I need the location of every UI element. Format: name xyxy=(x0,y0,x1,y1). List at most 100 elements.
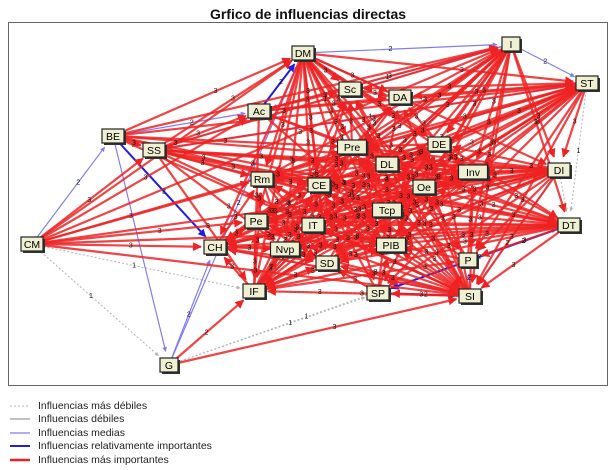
edge-label-CM-CH: 3 xyxy=(129,243,133,250)
node-di: DI xyxy=(547,162,572,179)
edge-label-DI-Pre: 3 xyxy=(460,156,464,163)
legend-item-weakest: Influencias más débiles xyxy=(10,399,212,413)
edge-label-DT-SI: 3 xyxy=(512,262,516,269)
edge-Ac-DM xyxy=(258,63,296,112)
edge-label-Ac-IF: 3 xyxy=(255,193,259,200)
edge-label-DT-IF: 3 xyxy=(435,250,439,257)
edge-label-SS-Rm: 3 xyxy=(201,160,205,167)
legend-line-weakest xyxy=(10,405,30,407)
edge-label-I-ST: 2 xyxy=(543,59,547,66)
edge-I-Oe xyxy=(430,43,512,176)
edge-BE-Ac xyxy=(112,111,246,137)
edge-label-ST-Sc: 3 xyxy=(448,84,452,91)
edge-label-Pe-CE: 3 xyxy=(286,200,290,207)
edge-label-ST-Oe: 3 xyxy=(492,139,496,146)
node-it: IT xyxy=(301,217,326,234)
node-label-sp: SP xyxy=(371,288,385,300)
edge-CM-BE xyxy=(31,146,106,245)
edge-label-Oe-DE: 3 xyxy=(429,165,433,172)
edge-label-CE-IT: 3 xyxy=(314,202,318,209)
edge-label-DT-Tcp: 3 xyxy=(478,215,482,222)
edge-label-DI-SP: 3 xyxy=(461,232,465,239)
node-if: IF xyxy=(242,283,267,300)
edge-label-Ac-Pre: 3 xyxy=(309,128,313,135)
node-g: G xyxy=(159,357,180,374)
edge-label-IF-DA: 3 xyxy=(325,191,329,198)
edge-label-SD-PIB: 3 xyxy=(354,252,358,259)
edge-label-Pe-Inv: 3 xyxy=(356,195,360,202)
edge-label-SI-IT: 3 xyxy=(393,259,397,266)
edge-IF-DA xyxy=(253,107,393,292)
edge-DM-Pre xyxy=(302,52,347,136)
edge-label-CE-Tcp: 3 xyxy=(351,195,355,202)
node-cm: CM xyxy=(20,236,45,253)
edge-label-SI-SD: 3 xyxy=(391,275,395,282)
edge-label-CH-DL: 3 xyxy=(285,209,289,216)
edge-label-Pe-Nvp: 3 xyxy=(271,234,275,241)
edge-label-CH-Rm: 3 xyxy=(234,214,238,221)
edge-P-Oe xyxy=(430,198,469,261)
edge-SI-SD xyxy=(339,263,471,298)
edge-label-DM-Tcp: 3 xyxy=(341,124,345,131)
edge-label-CH-IT: 3 xyxy=(267,232,271,239)
edge-label-DI-SD: 3 xyxy=(457,207,461,214)
node-label-g: G xyxy=(165,360,173,372)
edge-label-IT-DE: 3 xyxy=(384,175,388,182)
node-label-cm: CM xyxy=(24,239,40,251)
edge-label-BE-ST: 3 xyxy=(329,109,333,116)
edge-label-IT-Pre: 3 xyxy=(331,181,335,188)
node-label-nvp: Nvp xyxy=(276,244,295,256)
edge-ST-Inv xyxy=(483,82,588,165)
edge-label-DI-PIB: 3 xyxy=(480,202,484,209)
node-pe: Pe xyxy=(244,213,269,230)
edge-label-IT-SD: 3 xyxy=(319,243,323,250)
edge-SI-Tcp xyxy=(395,219,471,297)
node-label-p: P xyxy=(464,255,471,267)
edge-label-CM-G: 1 xyxy=(89,293,93,300)
node-nvp: Nvp xyxy=(269,241,302,258)
node-ch: CH xyxy=(203,239,228,256)
legend-label-relatively-important: Influencias relativamente importantes xyxy=(38,440,212,453)
edge-Nvp-DL xyxy=(284,172,377,250)
edge-label-G-P: 1 xyxy=(305,314,309,321)
edge-label-DI-SI: 2 xyxy=(505,240,509,247)
edge-label-DM-IT: 3 xyxy=(306,139,310,146)
node-sp: SP xyxy=(366,285,391,302)
edge-DE-Pre xyxy=(365,141,440,151)
edge-label-IF-DL: 3 xyxy=(329,214,333,221)
edge-label-DM-I: 2 xyxy=(388,46,392,53)
edge-BE-G xyxy=(112,135,167,352)
edge-label-CM-SI: 3 xyxy=(253,268,257,275)
edge-label-G-CH: 2 xyxy=(187,311,191,318)
node-dm: DM xyxy=(291,45,316,62)
edge-label-DT-Inv: 3 xyxy=(514,193,518,200)
edge-label-DM-CE: 3 xyxy=(309,115,313,122)
edge-label-SI-P: 2 xyxy=(467,275,471,282)
edge-label-I-SS: 1 xyxy=(323,96,327,103)
edge-G-SI xyxy=(168,296,458,367)
edge-label-CH-CE: 3 xyxy=(273,208,277,215)
edge-label-I-Inv: 3 xyxy=(492,99,496,106)
node-label-di: DI xyxy=(554,165,565,177)
node-inv: Inv xyxy=(457,164,490,181)
edge-label-I-SP: 3 xyxy=(448,156,452,163)
edge-label-G-DM: 2 xyxy=(237,200,241,207)
edge-P-Tcp xyxy=(398,216,469,261)
edge-DM-ST xyxy=(302,51,574,86)
edge-label-Nvp-PIB: 3 xyxy=(333,244,337,251)
edge-label-IT-Inv: 3 xyxy=(399,193,403,200)
edge-label-IF-P: 3 xyxy=(372,271,376,278)
edge-label-Sc-DA: 3 xyxy=(373,90,377,97)
edge-label-DI-CE: 3 xyxy=(435,175,439,182)
node-label-si: SI xyxy=(465,291,475,303)
edge-label-I-DI: 3 xyxy=(536,113,540,120)
edge-label-DM-CH: 3 xyxy=(251,161,255,168)
edge-label-I-DL: 3 xyxy=(446,102,450,109)
edge-label-IF-Sc: 3 xyxy=(297,193,301,200)
edge-label-ST-DE: 3 xyxy=(517,108,521,115)
edge-SI-SP xyxy=(391,289,471,299)
node-label-ac: Ac xyxy=(253,106,265,118)
edge-label-DT-Nvp: 3 xyxy=(405,236,409,243)
edge-label-DM-DL: 3 xyxy=(336,97,340,104)
